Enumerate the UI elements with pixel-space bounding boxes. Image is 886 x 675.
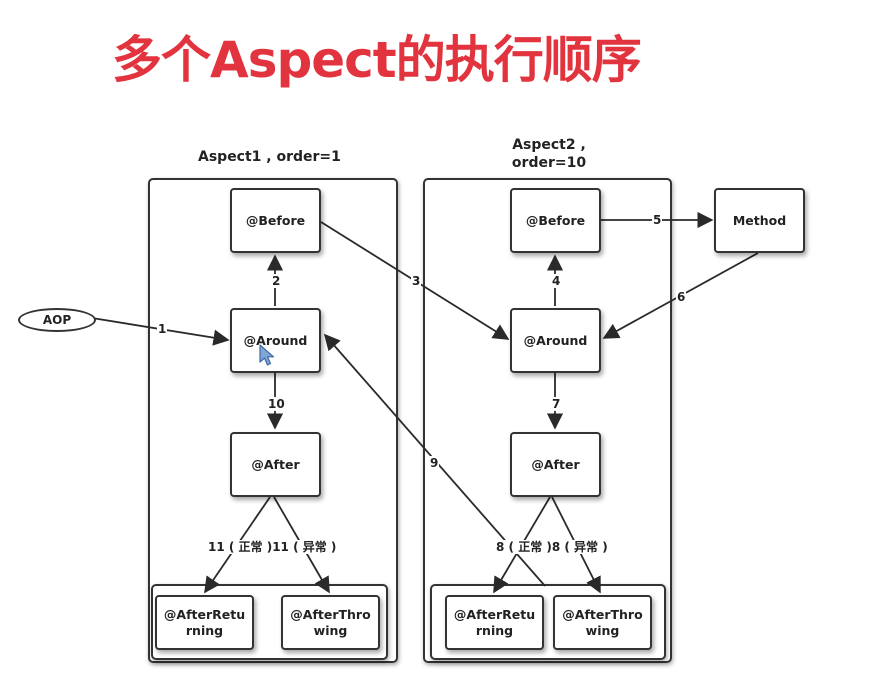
edge-label-9: 9 — [429, 456, 440, 470]
aspect2-before-label: @Before — [525, 212, 586, 228]
edge-label-2: 2 — [271, 274, 282, 288]
aspect1-afterthrowing-label: @AfterThrowing — [290, 606, 371, 638]
edge-label-4: 4 — [551, 274, 562, 288]
aspect1-before-node: @Before — [230, 188, 321, 253]
aspect2-afterreturning-node: @AfterReturning — [445, 595, 544, 650]
method-node: Method — [714, 188, 805, 253]
aspect2-around-label: @Around — [523, 332, 588, 348]
aspect1-after-node: @After — [230, 432, 321, 497]
edge-label-8: 8 ( 正常 )8 ( 异常 ) — [495, 540, 609, 554]
edge-label-3: 3 — [411, 274, 422, 288]
aspect1-frame — [148, 178, 398, 663]
edge-label-7: 7 — [551, 397, 562, 411]
aspect1-label: Aspect1 , order=1 — [198, 149, 341, 165]
edge-label-6: 6 — [676, 290, 687, 304]
aspect1-afterthrowing-node: @AfterThrowing — [281, 595, 380, 650]
aspect2-after-label: @After — [531, 456, 580, 472]
aspect2-label-line1: Aspect2 , — [512, 137, 586, 153]
aspect2-frame — [423, 178, 672, 663]
aspect1-after-label: @After — [251, 456, 300, 472]
aspect1-before-label: @Before — [245, 212, 306, 228]
aspect1-afterreturning-label: @AfterReturning — [163, 606, 246, 638]
aspect2-label: Aspect2 , order=10 — [504, 136, 594, 172]
edge-label-5: 5 — [652, 213, 663, 227]
aspect2-label-line2: order=10 — [511, 155, 587, 171]
edge-label-1: 1 — [157, 322, 168, 336]
aspect2-after-node: @After — [510, 432, 601, 497]
aop-entry: AOP — [18, 308, 96, 332]
aspect2-afterthrowing-node: @AfterThrowing — [553, 595, 652, 650]
aspect1-advice-group — [151, 584, 388, 660]
aspect1-afterreturning-node: @AfterReturning — [155, 595, 254, 650]
edge-label-11: 11 ( 正常 )11 ( 异常 ) — [207, 540, 338, 554]
aspect2-before-node: @Before — [510, 188, 601, 253]
aspect1-around-node: @Around — [230, 308, 321, 373]
aspect2-around-node: @Around — [510, 308, 601, 373]
mouse-pointer-icon — [259, 344, 275, 366]
aspect2-afterreturning-label: @AfterReturning — [453, 606, 536, 638]
aspect2-advice-group — [430, 584, 666, 660]
aspect1-around-label: @Around — [243, 332, 308, 348]
edge-label-10: 10 — [267, 397, 286, 411]
method-label: Method — [732, 212, 787, 228]
aspect2-afterthrowing-label: @AfterThrowing — [562, 606, 643, 638]
page-title: 多个Aspect的执行顺序 — [112, 31, 642, 89]
